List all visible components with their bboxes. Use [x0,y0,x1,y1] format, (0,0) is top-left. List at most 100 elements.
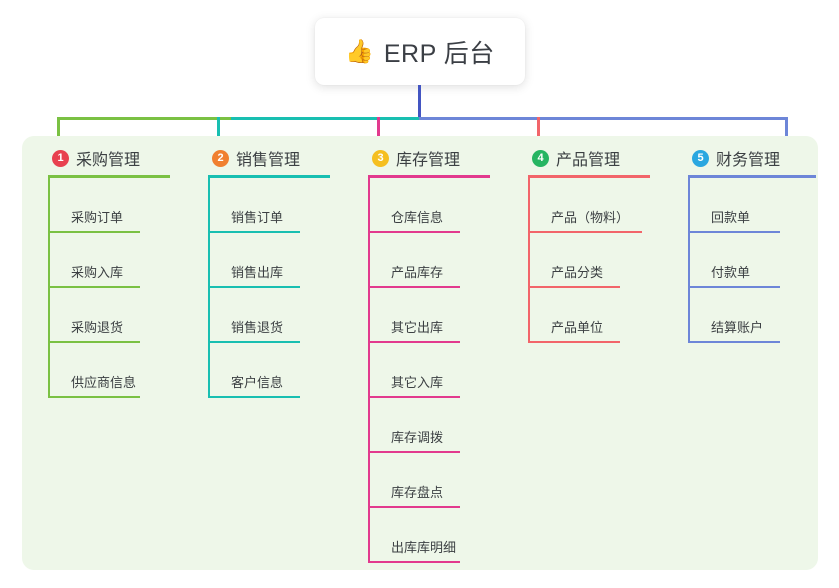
branch-items-3: 仓库信息产品库存其它出库其它入库库存调拨库存盘点出库库明细 [368,178,516,563]
branch-title-4: 产品管理 [556,152,621,169]
branch-item-underline [50,286,140,288]
branch-item-underline [50,341,140,343]
branch-item-label: 库存盘点 [391,485,444,500]
branch-badge-4: 4 [532,149,549,167]
branch-item-label: 出库库明细 [391,540,457,555]
branch-item-underline [210,396,300,398]
branch-item[interactable]: 销售退货 [208,288,356,343]
branch-item[interactable]: 产品（物料） [528,178,676,233]
branch-underline-4 [528,175,650,178]
branch-item[interactable]: 销售订单 [208,178,356,233]
branch-item-label: 销售退货 [231,320,284,335]
branch-badge-5: 5 [692,149,709,167]
branch-item[interactable]: 付款单 [688,233,836,288]
branch-items-5: 回款单付款单结算账户 [688,178,836,343]
drop-line-3 [377,117,380,152]
branch-item[interactable]: 产品库存 [368,233,516,288]
branch-spine-1 [48,178,50,398]
branch-items-2: 销售订单销售出库销售退货客户信息 [208,178,356,398]
branch-underline-1 [48,175,170,178]
branch-underline-5 [688,175,816,178]
branch-item-label: 产品（物料） [551,210,630,225]
branch-title-3: 库存管理 [396,152,461,169]
branch-spine-4 [528,178,530,343]
branch-item-label: 结算账户 [711,320,764,335]
branch-item-underline [210,341,300,343]
branch-header-3[interactable]: 3 库存管理 [356,146,516,170]
branch-item[interactable]: 其它入库 [368,343,516,398]
branch-item-underline [370,451,460,453]
bus-segment-4 [607,117,788,120]
branch-item[interactable]: 采购入库 [48,233,196,288]
branch-item-underline [690,341,780,343]
branch-item[interactable]: 产品单位 [528,288,676,343]
branch-item-label: 库存调拨 [391,430,444,445]
branch-item-label: 销售出库 [231,265,284,280]
bus-segment-1 [57,117,231,120]
branch-item[interactable]: 供应商信息 [48,343,196,398]
branch-header-5[interactable]: 5 财务管理 [676,146,836,170]
branch-underline-2 [208,175,330,178]
branch-items-1: 采购订单采购入库采购退货供应商信息 [48,178,196,398]
branch-spine-5 [688,178,690,343]
branch-item[interactable]: 产品分类 [528,233,676,288]
branch-item[interactable]: 其它出库 [368,288,516,343]
branch-column-5: 5 财务管理回款单付款单结算账户 [676,146,836,343]
branch-item-label: 产品分类 [551,265,604,280]
branch-item[interactable]: 回款单 [688,178,836,233]
bus-segment-3 [419,117,607,120]
branch-title-1: 采购管理 [76,152,141,169]
branch-item-label: 其它入库 [391,375,444,390]
thumbs-up-icon: 👍 [345,38,374,64]
root-stem-line [418,85,421,119]
drop-line-2 [217,117,220,152]
branch-item-label: 付款单 [711,265,751,280]
branch-badge-1: 1 [52,149,69,167]
branch-item-label: 回款单 [711,210,751,225]
branches-panel [22,136,818,570]
branch-item[interactable]: 采购订单 [48,178,196,233]
branch-item-underline [210,231,300,233]
branch-item[interactable]: 客户信息 [208,343,356,398]
branch-column-4: 4 产品管理产品（物料） 产品分类产品单位 [516,146,676,343]
branch-item-underline [530,286,620,288]
branch-item[interactable]: 仓库信息 [368,178,516,233]
branch-item-underline [50,396,140,398]
drop-line-5 [785,117,788,152]
branch-item-underline [530,341,620,343]
branch-header-4[interactable]: 4 产品管理 [516,146,676,170]
branch-item-underline [370,561,460,563]
branch-items-4: 产品（物料） 产品分类产品单位 [528,178,676,343]
branch-title-5: 财务管理 [716,152,781,169]
branch-item-underline [370,286,460,288]
branch-header-1[interactable]: 1 采购管理 [36,146,196,170]
branch-item[interactable]: 库存调拨 [368,398,516,453]
branch-item-label: 采购入库 [71,265,124,280]
branch-item-underline [210,286,300,288]
drop-line-1 [57,117,60,152]
branch-badge-3: 3 [372,149,389,167]
branch-spine-3 [368,178,370,563]
branch-item[interactable]: 采购退货 [48,288,196,343]
bus-segment-2 [231,117,419,120]
branch-item-label: 供应商信息 [71,375,137,390]
branch-item-underline [370,231,460,233]
branch-title-2: 销售管理 [236,152,301,169]
branch-item-underline [690,231,780,233]
branch-item-underline [370,396,460,398]
root-node-card[interactable]: 👍 ERP 后台 [315,18,525,85]
branch-item-label: 客户信息 [231,375,284,390]
branch-item[interactable]: 库存盘点 [368,453,516,508]
branch-item-label: 其它出库 [391,320,444,335]
branch-item[interactable]: 销售出库 [208,233,356,288]
branch-item-underline [50,231,140,233]
branch-item[interactable]: 出库库明细 [368,508,516,563]
branch-item-label: 采购退货 [71,320,124,335]
branch-item-label: 产品单位 [551,320,604,335]
branch-item-label: 销售订单 [231,210,284,225]
branch-item[interactable]: 结算账户 [688,288,836,343]
branch-item-label: 仓库信息 [391,210,444,225]
